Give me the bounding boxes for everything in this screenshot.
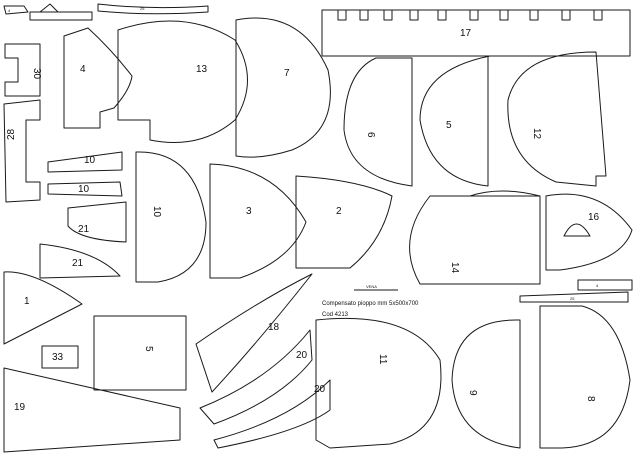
svg-text:4: 4 xyxy=(8,8,11,13)
part-8: 8 xyxy=(539,305,631,449)
part-18: 18 xyxy=(195,273,313,393)
svg-text:6: 6 xyxy=(365,132,376,138)
svg-text:5: 5 xyxy=(446,120,452,131)
svg-text:10: 10 xyxy=(84,155,96,166)
part-17: 17 xyxy=(321,9,631,57)
svg-text:20: 20 xyxy=(314,384,326,395)
svg-text:21: 21 xyxy=(72,258,84,269)
svg-text:16: 16 xyxy=(588,212,600,223)
part-12: 12 xyxy=(507,51,607,187)
part-20-b: 20 xyxy=(213,379,331,449)
svg-text:2: 2 xyxy=(336,206,342,217)
svg-text:5: 5 xyxy=(143,346,154,352)
part-2: 2 xyxy=(295,175,393,269)
svg-text:18: 18 xyxy=(268,322,280,333)
part-7: 7 xyxy=(235,17,331,158)
svg-text:4: 4 xyxy=(80,64,86,75)
svg-text:9: 9 xyxy=(467,390,478,396)
svg-text:17: 17 xyxy=(460,28,472,39)
part-14: 14 xyxy=(409,190,541,285)
part-3: 3 xyxy=(209,163,307,279)
svg-text:12: 12 xyxy=(531,128,542,140)
part-5-upper: 5 xyxy=(419,55,491,187)
material-note: Compensato pioppo mm 5x500x700 xyxy=(322,301,419,307)
svg-text:30: 30 xyxy=(31,68,42,80)
part-16: 16 xyxy=(545,193,633,271)
svg-text:VENA: VENA xyxy=(366,284,377,289)
part-11: 11 xyxy=(315,317,442,449)
svg-text:8: 8 xyxy=(585,396,596,402)
svg-text:11: 11 xyxy=(377,354,388,365)
part-33: 33 xyxy=(41,345,79,369)
svg-text:4: 4 xyxy=(596,283,599,288)
part-13: 13 xyxy=(117,20,248,143)
part-28: 28 xyxy=(3,99,41,203)
svg-text:10: 10 xyxy=(151,206,162,218)
keel-top-strip xyxy=(29,3,93,21)
part-4-right-small: 4 xyxy=(577,279,633,291)
svg-text:25: 25 xyxy=(140,6,145,11)
svg-text:28: 28 xyxy=(6,128,17,140)
part-1: 1 xyxy=(3,271,83,345)
svg-text:25: 25 xyxy=(570,296,575,301)
svg-text:10: 10 xyxy=(78,184,90,195)
svg-text:33: 33 xyxy=(52,352,64,363)
grain-arrow: VENA xyxy=(354,284,398,291)
part-10-small-b: 10 xyxy=(47,181,123,197)
svg-text:13: 13 xyxy=(196,64,208,75)
part-20-a: 20 xyxy=(199,329,313,425)
code-note: Cod 4213 xyxy=(322,312,349,318)
part-9: 9 xyxy=(451,319,521,449)
part-21-b: 21 xyxy=(39,243,121,279)
part-30: 30 xyxy=(4,43,42,97)
part-6-upper: 6 xyxy=(343,57,413,187)
svg-text:3: 3 xyxy=(246,206,252,217)
svg-text:14: 14 xyxy=(449,262,460,274)
part-4-small: 4 xyxy=(3,5,29,15)
svg-text:1: 1 xyxy=(24,296,30,307)
svg-text:21: 21 xyxy=(78,224,90,235)
part-21-a: 21 xyxy=(67,201,127,243)
svg-text:20: 20 xyxy=(296,350,308,361)
part-10-small-a: 10 xyxy=(47,151,123,173)
part-19: 19 xyxy=(3,367,181,453)
svg-text:19: 19 xyxy=(14,402,26,413)
part-25-top: 25 xyxy=(97,3,209,15)
part-4-large: 4 xyxy=(63,27,133,129)
part-10-large: 10 xyxy=(135,151,207,283)
part-5-lower: 5 xyxy=(93,315,187,391)
svg-text:7: 7 xyxy=(284,68,290,79)
part-25-right: 25 xyxy=(519,291,629,303)
